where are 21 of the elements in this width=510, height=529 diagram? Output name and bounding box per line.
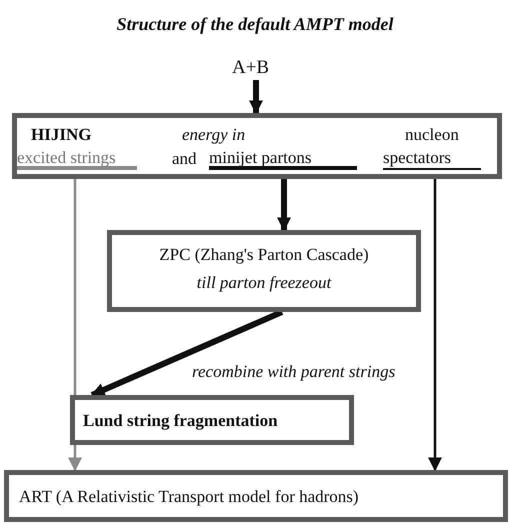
edge-label: recombine with parent strings <box>192 362 396 382</box>
node-title: Lund string fragmentation <box>83 411 278 431</box>
node-text: and <box>172 149 197 169</box>
arrow <box>249 80 263 114</box>
node-title: A+B <box>232 58 270 78</box>
node-title: HIJING <box>31 125 92 145</box>
node-text: minijet partons <box>209 148 312 168</box>
node-text: energy in <box>182 125 246 145</box>
arrow <box>68 445 82 472</box>
process-box <box>107 230 421 312</box>
node-text: nucleon <box>405 125 459 145</box>
process-box <box>70 395 354 445</box>
diagram-title: Structure of the default AMPT model <box>116 14 394 35</box>
node-text: spectators <box>383 148 451 168</box>
process-box <box>4 470 508 522</box>
underlined-text <box>17 148 137 170</box>
node-text: excited strings <box>17 148 116 168</box>
node-title: ART (A Relativistic Transport model for hadrons) <box>19 487 359 507</box>
process-box <box>12 113 502 179</box>
node-title: ZPC (Zhang's Parton Cascade) <box>158 245 370 265</box>
node-text: till parton freezeout <box>196 273 332 293</box>
